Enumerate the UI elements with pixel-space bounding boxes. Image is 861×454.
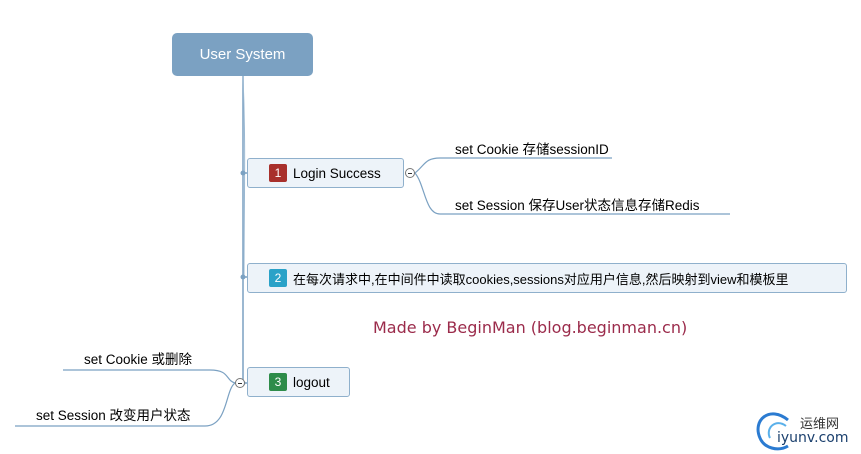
watermark-text: Made by BeginMan (blog.beginman.cn) — [373, 318, 688, 337]
branch-logout[interactable]: 3 logout — [247, 367, 350, 397]
branch-request-middleware[interactable]: 2 在每次请求中,在中间件中读取cookies,sessions对应用户信息,然… — [247, 263, 847, 293]
logo-name: 运维网 — [800, 417, 840, 432]
leaf-logout-cookie: set Cookie 或删除 — [84, 352, 193, 367]
branch-login-success[interactable]: 1 Login Success — [247, 158, 404, 188]
branch-label: Login Success — [293, 165, 381, 181]
collapse-toggle-icon[interactable] — [235, 378, 245, 388]
collapse-toggle-icon[interactable] — [405, 168, 415, 178]
branch-label: logout — [293, 374, 330, 390]
leaf-set-cookie: set Cookie 存储sessionID — [455, 142, 609, 157]
leaf-logout-session: set Session 改变用户状态 — [36, 408, 191, 423]
branch-label: 在每次请求中,在中间件中读取cookies,sessions对应用户信息,然后映… — [293, 271, 789, 287]
logo-swirl-icon — [756, 412, 789, 451]
branch-number-badge: 1 — [269, 164, 287, 182]
leaf-set-session: set Session 保存User状态信息存储Redis — [455, 198, 700, 213]
branch-number-badge: 2 — [269, 269, 287, 287]
logo-url: iyunv.com — [777, 430, 849, 446]
root-label: User System — [199, 46, 286, 63]
branch-number-badge: 3 — [269, 373, 287, 391]
root-node[interactable]: User System — [172, 33, 313, 76]
